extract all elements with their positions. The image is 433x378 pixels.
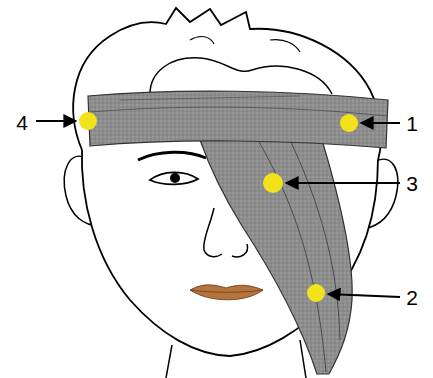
hair-strand bbox=[190, 37, 300, 52]
bandage-fold bbox=[120, 96, 300, 100]
callout-number: 4 bbox=[16, 112, 28, 133]
leader-arrow bbox=[286, 182, 400, 184]
marker-dot bbox=[263, 173, 283, 193]
marker-dot bbox=[340, 114, 358, 132]
bandage-fold bbox=[290, 140, 340, 340]
hairline bbox=[150, 58, 332, 94]
pupil bbox=[170, 173, 180, 183]
lip-line bbox=[190, 290, 263, 292]
head-bandage bbox=[88, 91, 388, 148]
bandage-fold bbox=[90, 107, 387, 116]
callout-number: 2 bbox=[406, 287, 418, 308]
leader-arrow bbox=[36, 120, 76, 122]
eyebrow bbox=[138, 152, 206, 160]
marker-dot bbox=[307, 284, 325, 302]
lips bbox=[190, 285, 263, 300]
bandage-fold bbox=[258, 140, 326, 372]
leader-arrow bbox=[361, 122, 400, 124]
marker-dot bbox=[79, 112, 97, 130]
eye-bandage bbox=[200, 140, 352, 374]
eye bbox=[150, 172, 198, 184]
callout-number: 3 bbox=[406, 173, 418, 194]
callout-number: 1 bbox=[406, 113, 418, 134]
leader-arrow bbox=[328, 294, 400, 297]
